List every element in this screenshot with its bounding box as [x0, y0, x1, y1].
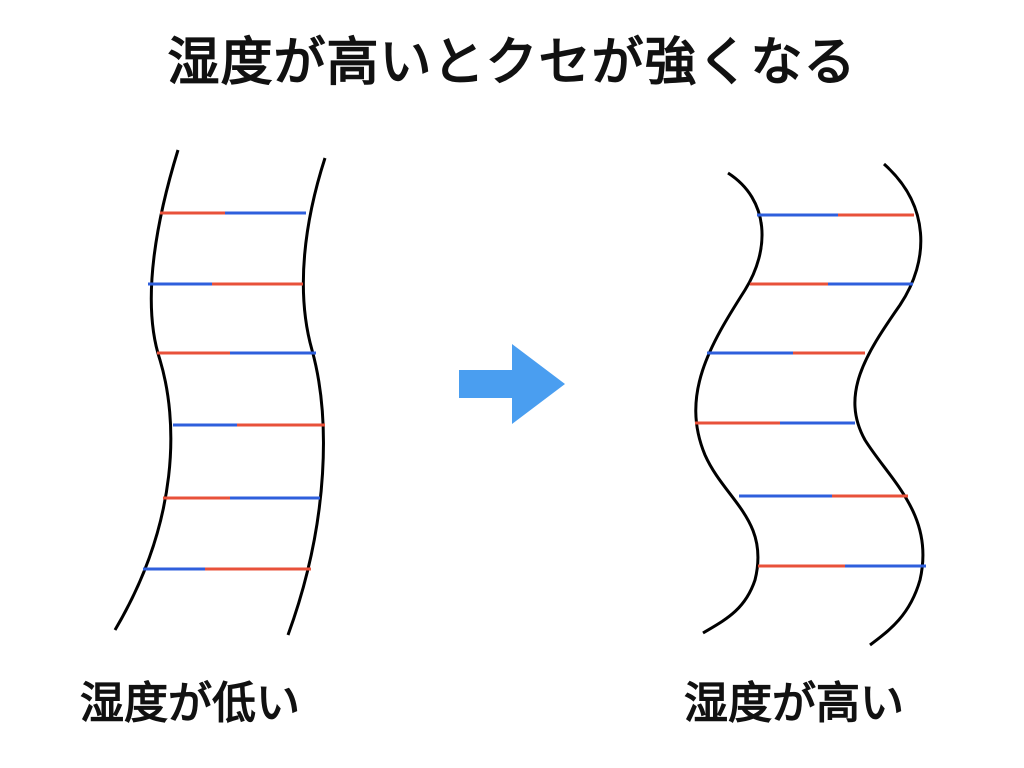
- right-strand-inner: [853, 162, 925, 647]
- high-humidity-strand-diagram: [694, 162, 926, 647]
- arrow-right-icon: [459, 344, 565, 424]
- high-humidity-caption: 湿度が高い: [684, 678, 904, 729]
- page-title: 湿度が高いとクセが強くなる: [167, 33, 857, 93]
- left-strand-inner: [286, 157, 327, 636]
- low-humidity-strand-diagram: [113, 149, 327, 636]
- right-strand-outer: [694, 171, 764, 635]
- low-humidity-caption: 湿度が低い: [80, 678, 300, 729]
- left-strand-outer: [113, 149, 180, 631]
